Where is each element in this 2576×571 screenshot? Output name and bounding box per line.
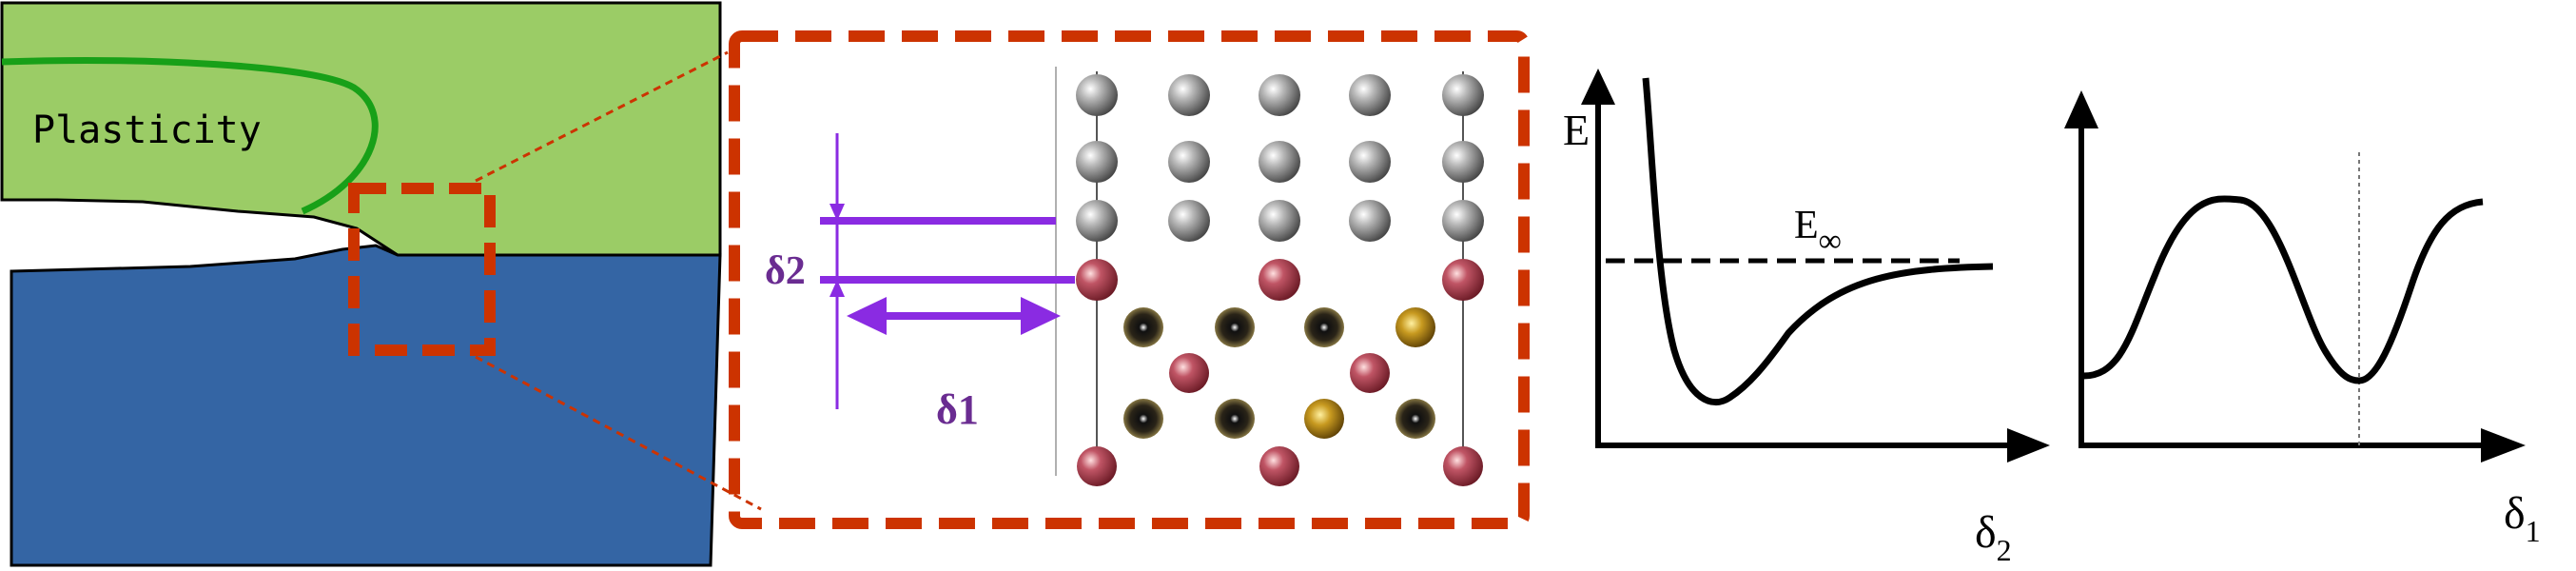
delta1-indicator: δ1 (847, 297, 1061, 433)
atom-top-grain (1076, 74, 1118, 116)
plastic-zone-boundary (1, 57, 379, 215)
plasticity-label: Plasticity (32, 108, 262, 152)
top-block (0, 1, 722, 257)
atom-substrate-red (1443, 446, 1483, 486)
atom-top-grain (1442, 74, 1484, 116)
bottom-block (10, 244, 722, 567)
delta2-arrow-down (829, 204, 845, 221)
atom-interface (1442, 259, 1484, 301)
crack-tip-zoom-box (348, 183, 496, 356)
atom-top-grain (1349, 141, 1391, 183)
asymptote-label-sub: ∞ (1819, 224, 1842, 259)
crack-panel: Plasticity (0, 1, 762, 567)
atom-substrate (1395, 307, 1435, 347)
plot1-y-axis-arrow (1581, 69, 1615, 105)
atom-substrate-red (1077, 446, 1117, 486)
zoom-leader-bottom (475, 355, 762, 511)
atom-substrate (1123, 399, 1163, 439)
atom-substrate (1215, 399, 1255, 439)
atomic-panel: δ2 δ1 (729, 30, 1530, 529)
atom-top-grain (1076, 200, 1118, 242)
plot2-x-label-main: δ (2504, 488, 2526, 539)
energy-plot-1: E E∞ δ2 (1563, 69, 2050, 567)
atomic-panel-frame (729, 30, 1530, 529)
plot2-x-axis-arrow (2481, 428, 2526, 463)
asymptote-label-main: E (1794, 204, 1819, 247)
delta2-label: δ2 (765, 249, 806, 293)
atom-top-grain (1349, 74, 1391, 116)
atom-substrate (1304, 307, 1344, 347)
atom-top-grain (1259, 74, 1300, 116)
delta1-arrow-right-head (1021, 297, 1061, 335)
energy-plot-2: δ1 (2064, 90, 2541, 548)
plot1-x-axis-arrow (2007, 428, 2050, 463)
atom-top-grain (1259, 141, 1300, 183)
atom-top-grain (1168, 141, 1210, 183)
atom-substrate (1123, 307, 1163, 347)
atom-substrate (1304, 399, 1344, 439)
atom-substrate (1215, 307, 1255, 347)
atom-substrate-red (1259, 446, 1299, 486)
atom-top-grain (1259, 200, 1300, 242)
delta1-arrow-left-head (847, 297, 887, 335)
atom-substrate-red (1350, 353, 1390, 393)
plot2-x-label-sub: 1 (2526, 514, 2541, 548)
delta1-label: δ1 (936, 386, 979, 433)
delta2-arrow-up (829, 280, 845, 297)
plot2-y-axis-arrow (2064, 90, 2098, 128)
asymptote-label: E∞ (1794, 204, 1842, 259)
atom-top-grain (1442, 141, 1484, 183)
atom-top-grain (1168, 74, 1210, 116)
atom-top-grain (1076, 141, 1118, 183)
plot1-x-label-main: δ (1975, 507, 1997, 558)
atom-substrate-red (1169, 353, 1209, 393)
atom-interface (1076, 259, 1118, 301)
atom-substrate (1395, 399, 1435, 439)
delta2-indicator: δ2 (765, 133, 1075, 409)
atom-interface (1259, 259, 1300, 301)
plot1-x-label: δ2 (1975, 507, 2012, 567)
binding-energy-curve (1642, 77, 1994, 405)
plot1-x-label-sub: 2 (1997, 533, 2012, 567)
atom-lattice (1076, 74, 1484, 486)
plot2-x-label: δ1 (2504, 488, 2541, 548)
atom-top-grain (1349, 200, 1391, 242)
plot1-y-label: E (1563, 106, 1590, 154)
atom-top-grain (1442, 200, 1484, 242)
gamma-surface-curve (2082, 195, 2484, 384)
atom-top-grain (1168, 200, 1210, 242)
zoom-leader-top (475, 50, 729, 183)
